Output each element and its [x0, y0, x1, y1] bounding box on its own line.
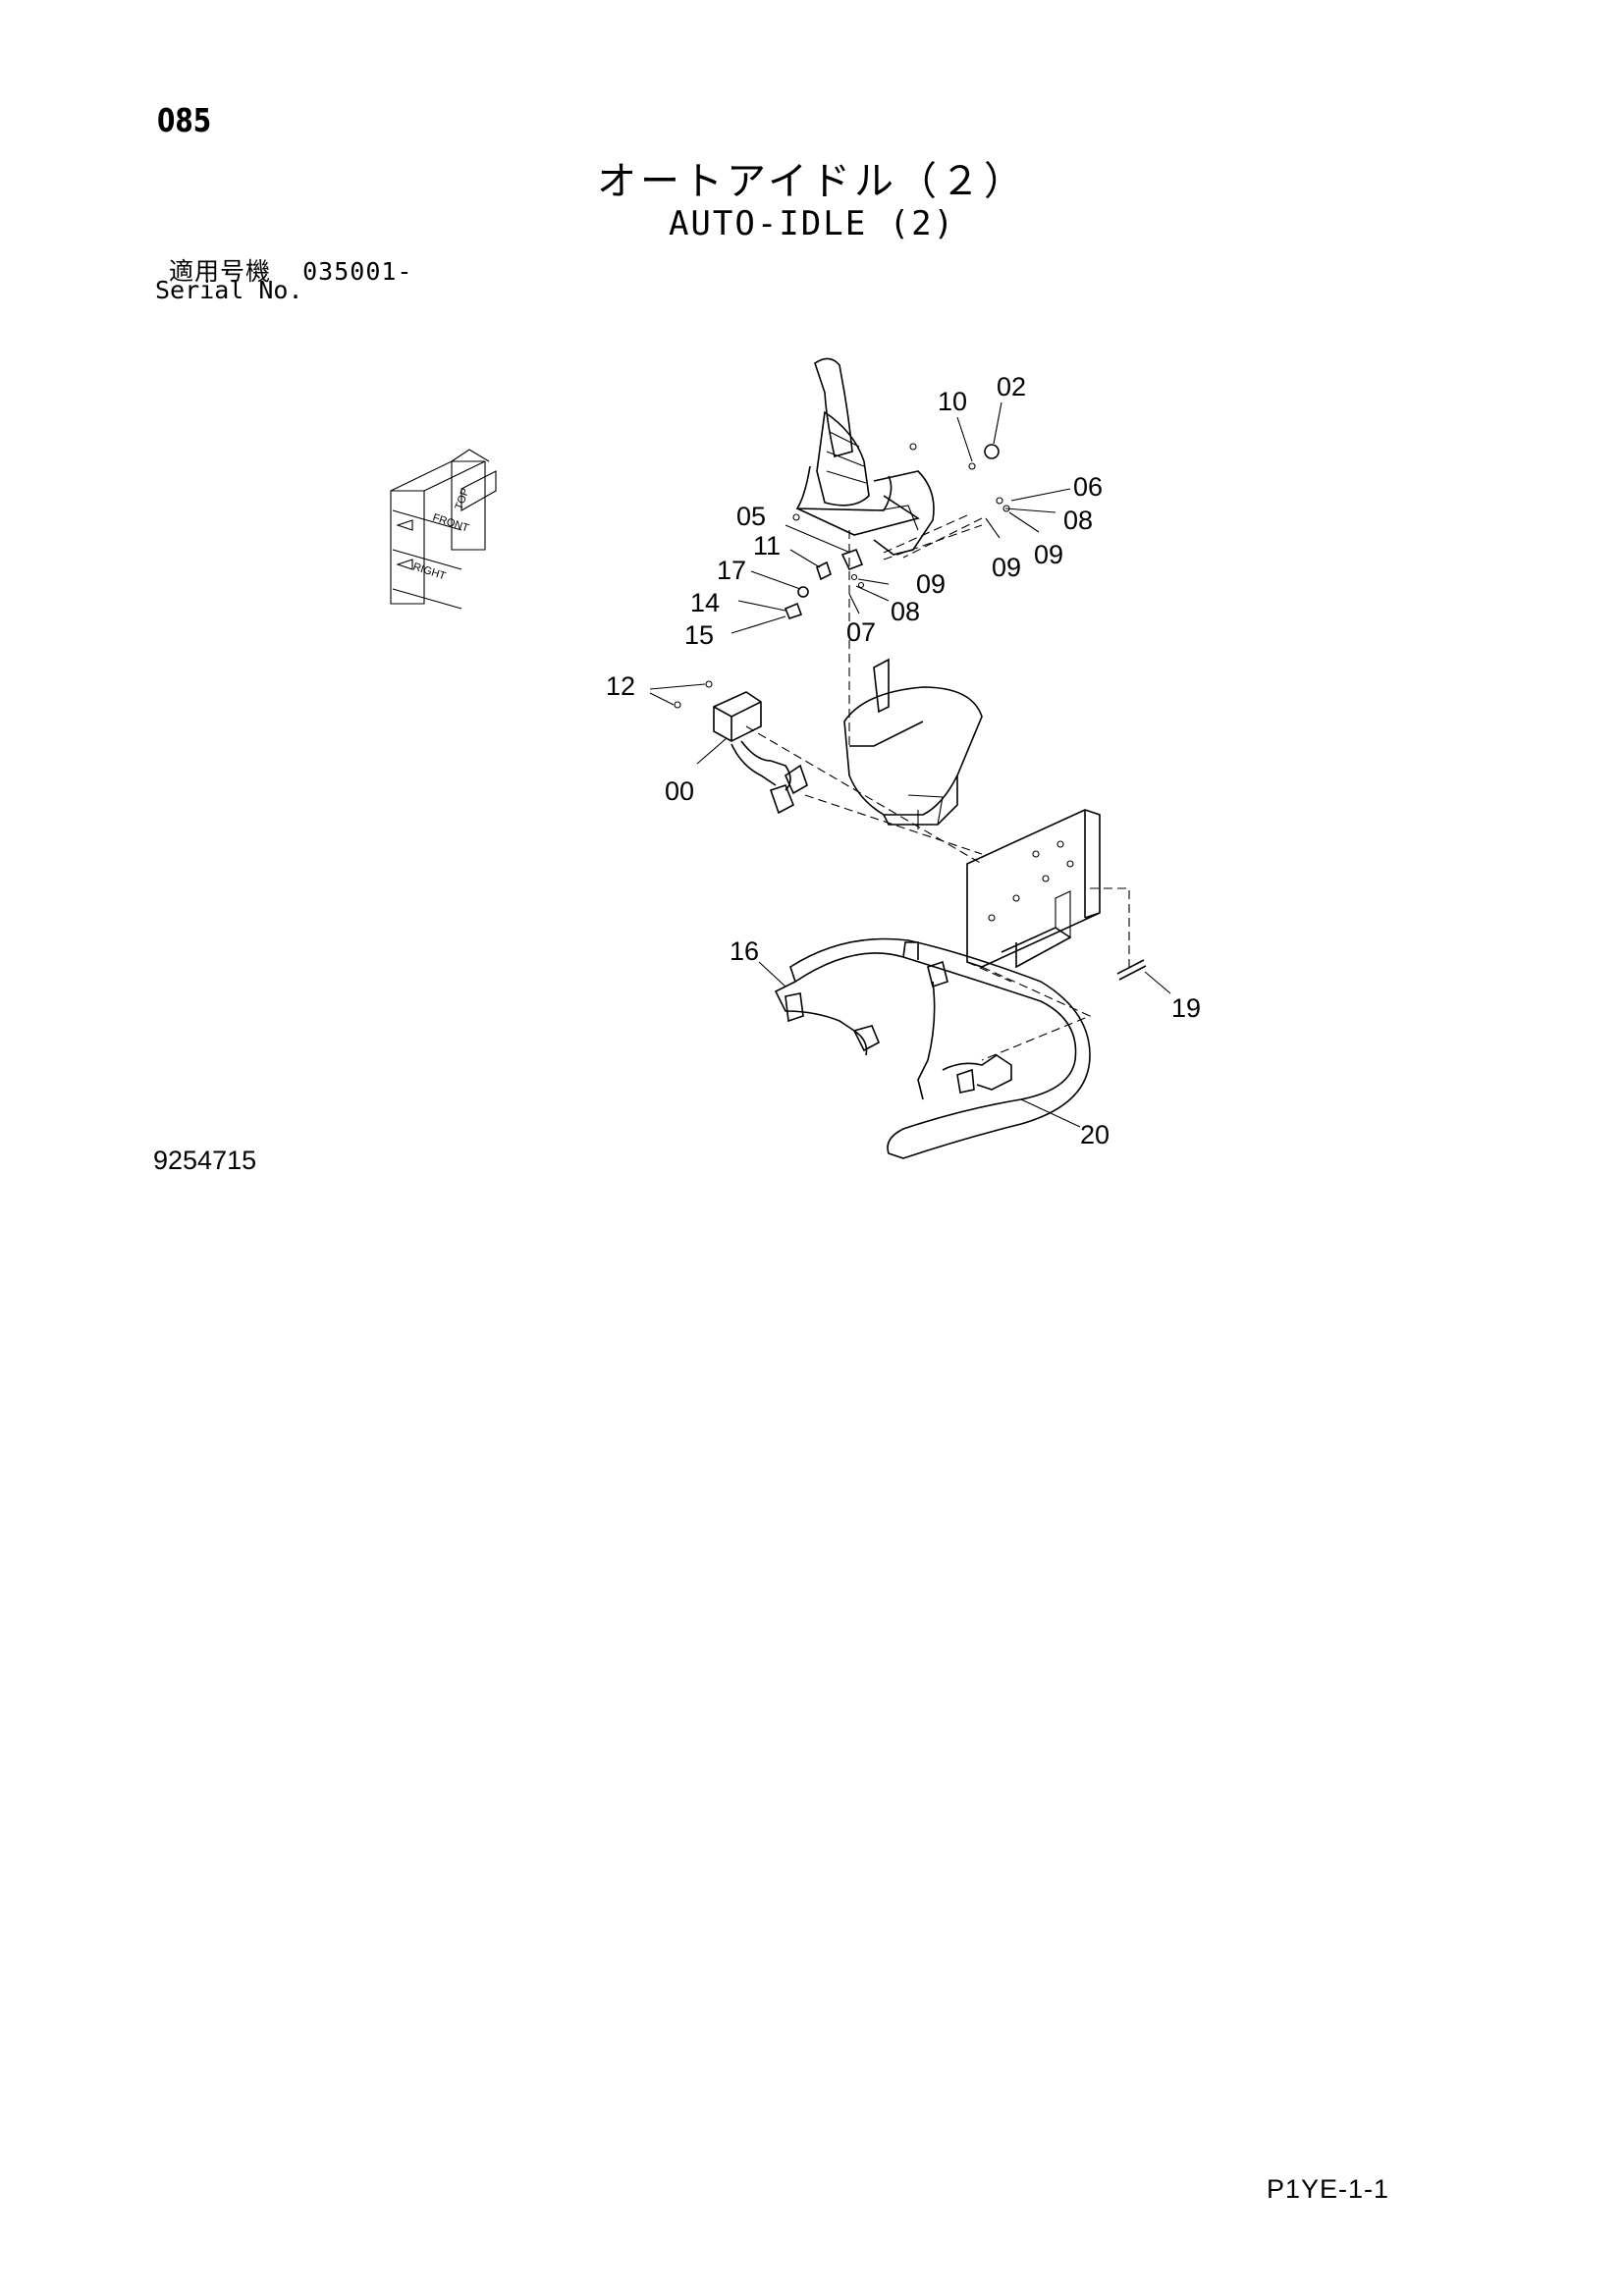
callout-09-center: 09: [916, 569, 946, 599]
callout-05: 05: [736, 502, 766, 531]
assembly-lines: [745, 514, 1130, 1061]
callout-09-right: 09: [1034, 540, 1063, 569]
callout-20: 20: [1080, 1120, 1110, 1149]
drawing-number: 9254715: [153, 1146, 257, 1175]
orientation-label-top: TOP: [454, 487, 472, 511]
serial-label-japanese: 適用号機: [169, 257, 272, 286]
page-title-japanese: オートアイドル（２）: [597, 159, 1027, 204]
callout-19: 19: [1171, 993, 1201, 1023]
page-number: 085: [157, 101, 212, 139]
callout-08-upper: 08: [1063, 506, 1093, 535]
orientation-label-front: FRONT: [431, 511, 470, 534]
serial-value: 035001-: [302, 257, 413, 286]
wiring-harness: [774, 937, 1091, 1159]
callout-02: 02: [997, 372, 1026, 401]
orientation-indicator: TOP FRONT RIGHT: [390, 449, 497, 610]
callout-06: 06: [1073, 472, 1103, 502]
callout-12: 12: [606, 671, 635, 701]
serial-label-english: Serial No.: [155, 276, 303, 304]
callout-14: 14: [690, 588, 720, 617]
controller-housing: [843, 658, 983, 829]
sheet-code: P1YE-1-1: [1267, 2174, 1390, 2204]
callout-15: 15: [684, 620, 714, 650]
callout-labels: 00 02 05 06 07 08 08 08 09 09 09 10 11 1…: [606, 372, 1201, 1149]
callout-11: 11: [753, 531, 781, 561]
serial-applicability: 適用号機 035001-: [169, 252, 412, 288]
page-title-english: AUTO-IDLE (2): [668, 204, 956, 243]
callout-09-left: 09: [992, 553, 1021, 582]
callout-07: 07: [846, 617, 876, 647]
callout-00: 00: [665, 776, 694, 806]
callout-17: 17: [717, 556, 746, 585]
callout-10: 10: [938, 387, 967, 416]
joystick-lever: [795, 357, 935, 556]
callout-08-lower: 08: [891, 597, 920, 626]
callout-16: 16: [730, 936, 759, 966]
mounting-bracket: [966, 809, 1101, 969]
leader-lines: [649, 401, 1171, 1128]
auto-idle-switch: [713, 691, 808, 815]
